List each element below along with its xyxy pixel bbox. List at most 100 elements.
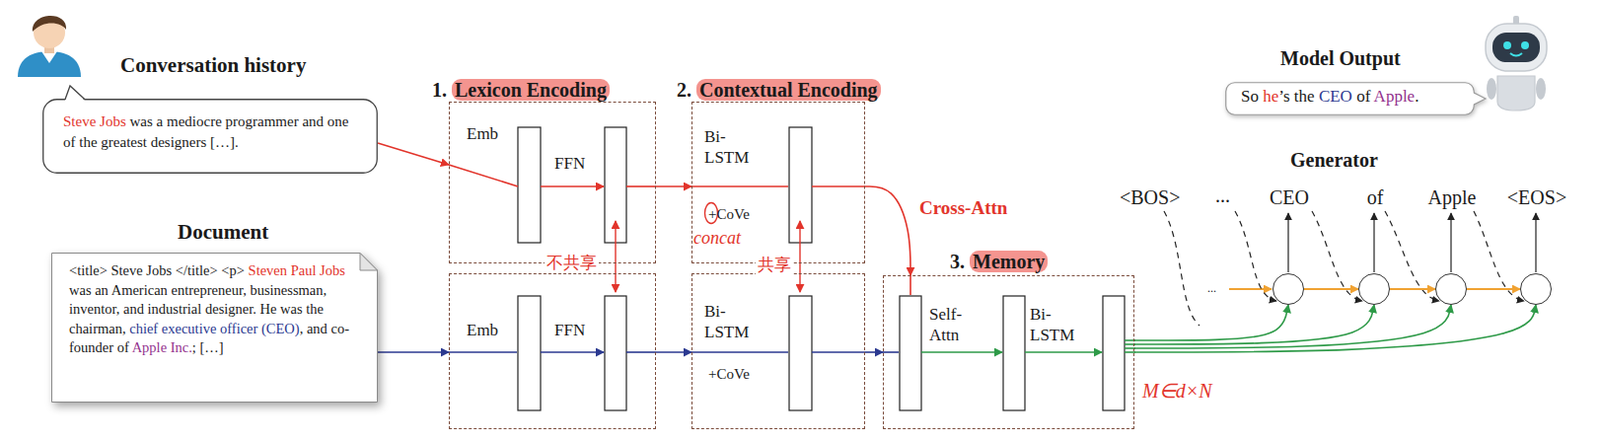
bubble-outline [1226, 82, 1475, 116]
connector-arrow [1304, 288, 1359, 291]
handwritten-note: 不共享 [544, 252, 599, 273]
encoder-bar [1003, 295, 1025, 411]
connector-arrow [1134, 304, 1375, 345]
decoder-line [1534, 213, 1536, 273]
text-run: Apple Inc. [132, 339, 193, 356]
text-run: Lexicon Encoding [451, 78, 610, 101]
text-run: Memory [969, 250, 1048, 273]
token-label: <BOS> [1119, 185, 1180, 210]
text-run: 1. [432, 78, 452, 101]
decoder-step-circle: <EOS> [1520, 273, 1552, 305]
speech-bubble: Conversation historySteve Jobs was a med… [42, 98, 378, 174]
layer-label: Emb [466, 124, 499, 145]
decoder-step-circle: Apple [1435, 273, 1467, 305]
decoder-line [1287, 213, 1289, 273]
decoder-line [1235, 211, 1277, 301]
text-run: he [1262, 86, 1279, 106]
encoder-bar [517, 295, 541, 411]
layer-label: Bi- LSTM [704, 300, 759, 343]
layer-label: FFN [554, 153, 585, 174]
connector-arrow [1134, 304, 1289, 341]
ellipsis-mark: ... [1207, 281, 1217, 295]
connector-arrow [1134, 304, 1452, 349]
annotation-mark [799, 220, 800, 292]
layer-label: +CoVe [708, 205, 750, 223]
text-run: <title> Steve Jobs </title> <p> [69, 262, 249, 279]
decoder-line [1450, 213, 1452, 273]
connector-arrow [1466, 288, 1521, 291]
decoder-line [1373, 213, 1375, 273]
decoder-step-circle: of [1358, 273, 1390, 305]
token-label: of [1319, 185, 1431, 210]
flow-line [691, 185, 789, 188]
robot-icon [1535, 77, 1546, 100]
connector-arrow [865, 186, 911, 276]
stage-title: 3. Memory [949, 249, 1048, 274]
robot-icon [1485, 23, 1547, 72]
flow-line [626, 351, 656, 354]
flow-line [448, 164, 911, 295]
output-bubble: Model OutputSo he’s the CEO of Apple. [1225, 81, 1475, 116]
encoder-bar [789, 295, 812, 411]
connector-arrow [655, 185, 692, 188]
connector-arrow [1389, 288, 1436, 291]
handwritten-note: M∈d×N [1142, 378, 1213, 403]
edge-label: Cross-Attn [917, 197, 1010, 220]
robot-icon [1485, 15, 1547, 111]
document-box: Document<title> Steve Jobs </title> <p> … [51, 252, 378, 403]
decoder-line [1163, 211, 1200, 326]
text-run: Steve Jobs [63, 113, 127, 130]
annotation-mark [614, 220, 616, 292]
text-run: 2. [676, 78, 697, 101]
person-icon [32, 15, 67, 32]
text-run: Steven Paul Jobs [248, 262, 346, 279]
token-label: CEO [1234, 185, 1345, 210]
layer-label: FFN [554, 320, 585, 341]
flow-line [691, 351, 789, 354]
layer-label: Bi- LSTM [704, 126, 759, 168]
layer-label: Emb [466, 320, 499, 341]
flow-line [540, 185, 604, 188]
stage-title: 1. Lexicon Encoding [432, 77, 610, 102]
encoder-bar [604, 295, 627, 411]
text-run: So [1240, 86, 1263, 106]
section-heading: Conversation history [120, 53, 306, 78]
token-label: Apple [1396, 185, 1508, 210]
bubble-tail [65, 85, 85, 101]
decoder-line [1163, 211, 1536, 326]
bubble-tail [65, 85, 85, 100]
handwritten-note: concat [693, 227, 741, 250]
connector-arrow [865, 351, 883, 354]
person-icon [17, 51, 81, 77]
robot-icon [1492, 32, 1540, 63]
decoder-line [1229, 288, 1272, 291]
section-heading: Document [177, 219, 269, 245]
encoder-box: Bi- LSTM+CoVe [691, 273, 866, 430]
stage-title: 2. Contextual Encoding [676, 77, 881, 102]
flow-line [448, 164, 518, 187]
section-heading: Model Output [1280, 46, 1401, 71]
encoder-box: Emb FFN [448, 273, 656, 430]
connector-arrow [377, 351, 449, 354]
memory-box: 3. MemorySelf-AttnBi-LSTM [882, 275, 1135, 430]
handwritten-note: 共享 [755, 254, 794, 275]
layer-label: Self-Attn [929, 303, 979, 346]
text-run: CEO [1318, 86, 1353, 106]
connector-arrow [377, 143, 449, 165]
text-run: Apple [1374, 86, 1416, 106]
flow-line [1024, 351, 1102, 354]
robot-icon [1497, 75, 1535, 111]
flow-line [448, 351, 517, 354]
bubble-tail [1472, 92, 1486, 105]
layer-label: Bi-LSTM [1029, 303, 1080, 346]
connector-arrow [655, 351, 692, 354]
encoder-bar [1102, 295, 1125, 411]
text-run: ’s the [1278, 86, 1319, 106]
decoder-line [1473, 211, 1525, 301]
person-icon [17, 15, 81, 77]
robot-icon [1503, 41, 1512, 50]
token-label: <EOS> [1481, 185, 1593, 210]
document-outline [52, 253, 378, 403]
